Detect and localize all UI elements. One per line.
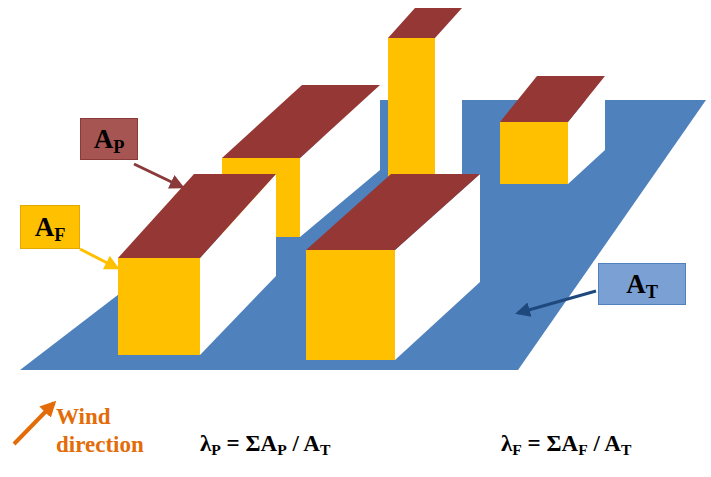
formula: λP = ΣAP / AT [200,430,460,458]
label-box: AF [20,205,80,249]
wind-label: Wind direction [56,403,186,458]
building [118,174,276,355]
formula: λF = ΣAF / AT [501,430,706,458]
leader-arrow [518,291,596,313]
area-symbol: AF [35,214,66,241]
area-symbol: AT [626,271,658,298]
building [306,174,480,360]
area-symbol: AP [94,126,125,153]
wind-arrow [14,403,54,444]
building [388,8,462,195]
leader-arrow [134,164,182,187]
building [500,76,605,184]
leader-arrow [80,249,117,268]
label-box: AT [598,263,686,305]
label-box: AP [80,118,138,160]
